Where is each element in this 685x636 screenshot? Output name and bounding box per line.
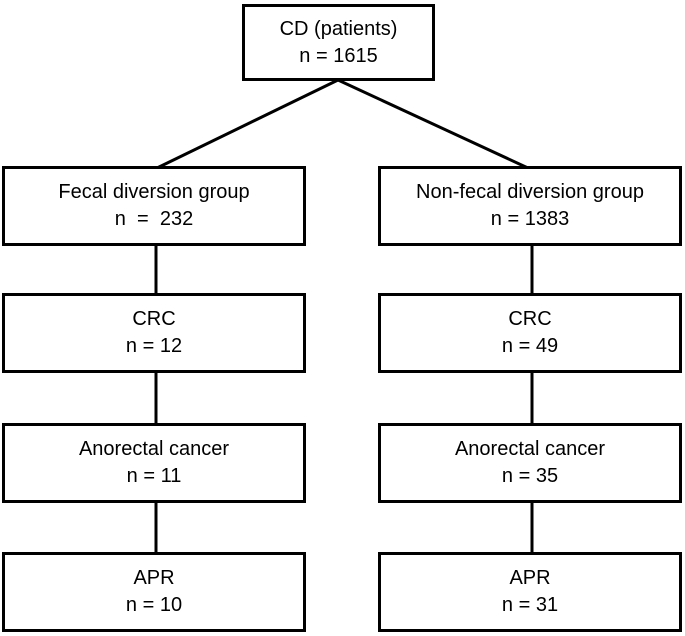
node-fecal-diversion-group: Fecal diversion group n = 232 [2,166,306,246]
node-label: CD (patients) [279,17,398,40]
node-count: n = 10 [125,594,183,616]
node-count: n = 232 [114,208,194,230]
node-count: n = 49 [501,335,559,357]
node-label: Non-fecal diversion group [416,181,644,203]
node-label: CRC [508,308,552,330]
node-label: Anorectal cancer [78,438,230,460]
node-count: n = 1383 [490,208,570,230]
node-cd-patients: CD (patients) n = 1615 [242,4,435,81]
node-apr-nonfecal: APR n = 31 [378,552,682,632]
node-count: n = 31 [501,594,559,616]
node-non-fecal-diversion-group: Non-fecal diversion group n = 1383 [378,166,682,246]
node-label: APR [509,567,551,589]
node-anorectal-cancer-fecal: Anorectal cancer n = 11 [2,423,306,503]
node-label: APR [133,567,175,589]
node-label: Fecal diversion group [58,181,250,203]
node-count: n = 1615 [299,44,378,67]
node-label: Anorectal cancer [454,438,606,460]
edge-root-to-nonfecal [337,78,529,170]
edge-root-to-fecal [156,78,339,170]
node-count: n = 12 [125,335,183,357]
node-apr-fecal: APR n = 10 [2,552,306,632]
node-count: n = 35 [501,465,559,487]
node-count: n = 11 [126,465,182,487]
node-label: CRC [132,308,176,330]
node-anorectal-cancer-nonfecal: Anorectal cancer n = 35 [378,423,682,503]
node-crc-fecal: CRC n = 12 [2,293,306,373]
node-crc-nonfecal: CRC n = 49 [378,293,682,373]
